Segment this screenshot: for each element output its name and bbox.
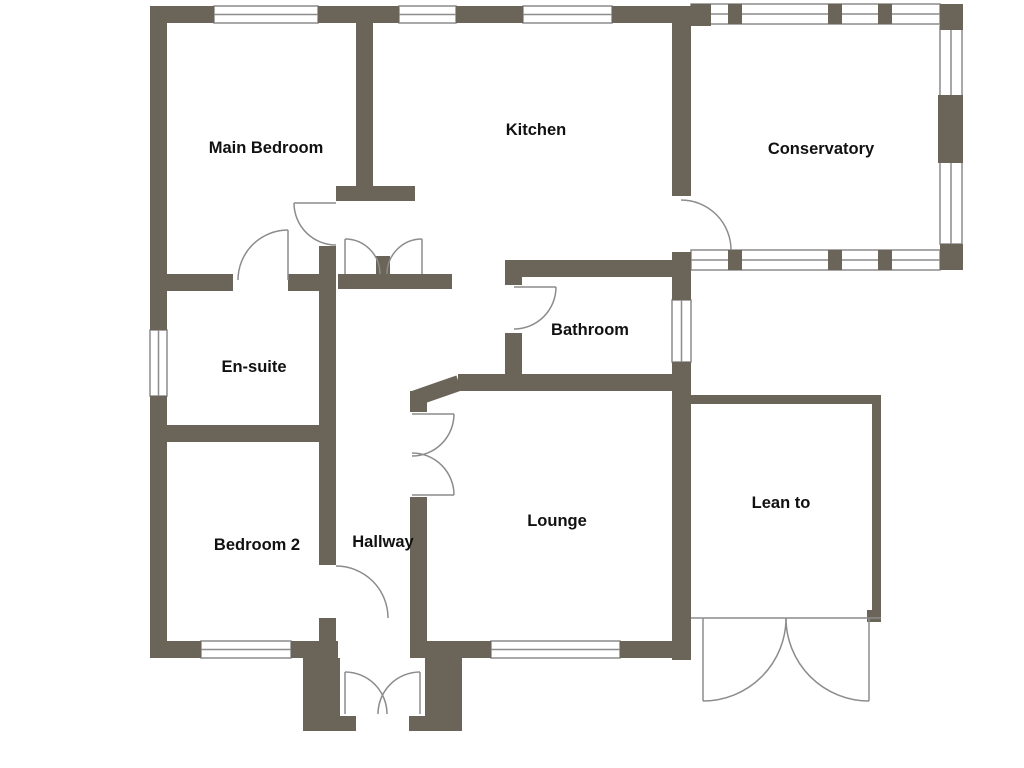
room-label-kitchen: Kitchen [506,121,567,139]
room-label-lounge: Lounge [527,512,587,530]
wall-segment [150,396,167,658]
door-arc-lean-to-right [785,617,870,702]
wall-segment [356,23,373,186]
wall-segment [612,6,691,23]
room-label-bedroom-2: Bedroom 2 [214,536,300,554]
room-label-bathroom: Bathroom [551,321,629,339]
door-arc-front-left [344,671,388,715]
door-arc-cupboard-right [386,238,423,275]
wall-segment [167,425,336,442]
wall-segment [691,395,881,404]
door-arc-en-suite [237,229,289,281]
room-label-conservatory: Conservatory [768,140,875,158]
room-label-en-suite: En-suite [221,358,286,376]
walls [150,4,963,731]
wall-segment [150,6,167,330]
conservatory-post [940,4,963,30]
wall-segment [872,395,881,622]
mullion [878,250,892,270]
doors [237,199,881,715]
wall-segment [288,274,336,291]
wall-segment [336,186,415,201]
wall-segment [319,618,336,658]
mullion [878,4,892,24]
door-arc-bathroom [513,286,557,330]
mullion [728,4,742,24]
conservatory-post [938,95,963,163]
wall-segment [427,641,491,658]
wall-segment [319,246,336,565]
door-arc-lounge-top [411,413,455,457]
wall-segment [867,610,881,622]
wall-segment [150,641,201,658]
door-arc-lounge-bottom [411,452,455,496]
porch-tab [409,716,425,731]
wall-segment [672,6,691,196]
door-arc-main-bedroom [293,202,337,246]
wall-segment [505,260,672,277]
wall-segment [167,274,233,291]
door-arc-bedroom-2 [335,565,389,619]
wall-segment [338,274,452,289]
door-arc-lean-to-left [702,617,787,702]
mullion [828,4,842,24]
wall-segment [456,6,523,23]
wall-segment [458,374,691,391]
wall-segment [505,260,522,285]
door-arc-conservatory [680,199,732,251]
room-label-lean-to: Lean to [752,494,811,512]
door-arc-front-right [377,671,421,715]
wall-segment [672,362,691,660]
porch-pillar [425,658,462,731]
door-arc-cupboard-left [344,238,381,275]
conservatory-post [940,244,963,270]
wall-diagonal [410,375,462,407]
room-label-main-bedroom: Main Bedroom [209,139,324,157]
porch-pillar [303,658,340,731]
wall-segment [318,6,399,23]
mullion [828,250,842,270]
porch-tab [340,716,356,731]
conservatory-post [691,4,711,26]
mullion [728,250,742,270]
room-label-hallway: Hallway [352,533,414,551]
wall-segment [672,252,691,300]
wall-segment [410,497,427,658]
room-labels: Main Bedroom Kitchen Conservatory En-sui… [209,121,875,554]
